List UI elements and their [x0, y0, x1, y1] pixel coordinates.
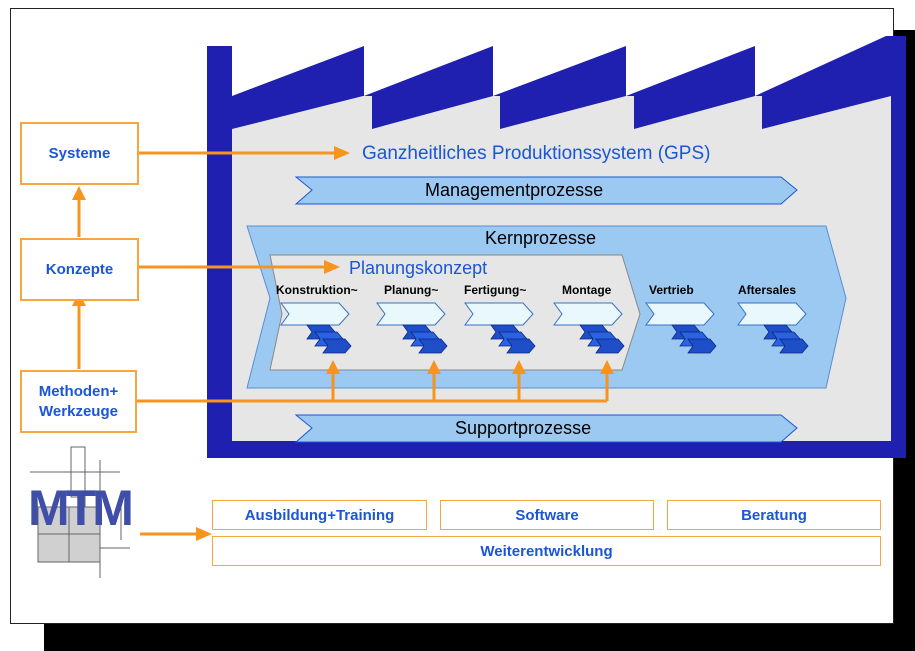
step-icon-konstruktion: [280, 302, 352, 354]
methoden-werkzeuge-box[interactable]: Methoden+ Werkzeuge: [20, 370, 137, 433]
methoden-label: Methoden+: [38, 383, 119, 400]
gps-title: Ganzheitliches Produktionssystem (GPS): [362, 143, 711, 164]
step-icon-vertrieb: [645, 302, 717, 354]
step-label-montage: Montage: [562, 283, 612, 297]
step-icon-planung: [376, 302, 448, 354]
step-label-aftersales: Aftersales: [738, 283, 797, 297]
step-icon-montage: [553, 302, 625, 354]
software-box[interactable]: Software: [440, 500, 654, 530]
beratung-box[interactable]: Beratung: [667, 500, 881, 530]
step-label-fertigung: Fertigung~: [464, 283, 527, 297]
kernprozesse-label: Kernprozesse: [485, 228, 597, 248]
software-label: Software: [515, 506, 579, 524]
step-icon-aftersales: [737, 302, 809, 354]
mtm-logo: MTM: [28, 480, 134, 536]
support-label: Supportprozesse: [455, 418, 592, 438]
step-label-planung: Planung~: [384, 283, 439, 297]
konzepte-box[interactable]: Konzepte: [20, 238, 139, 301]
werkzeuge-label: Werkzeuge: [39, 402, 118, 420]
ausbildung-training-label: Ausbildung+Training: [244, 506, 395, 524]
planungskonzept-label: Planungskonzept: [349, 258, 488, 278]
support-arrow: [294, 414, 798, 443]
step-label-vertrieb: Vertrieb: [649, 283, 694, 297]
ausbildung-training-box[interactable]: Ausbildung+Training: [212, 500, 427, 530]
step-label-konstruktion: Konstruktion~: [276, 283, 358, 297]
planungskonzept-chevron: [269, 254, 641, 371]
orange-connectors: [77, 151, 609, 536]
mtm-logo-grid: [30, 446, 130, 578]
beratung-label: Beratung: [741, 506, 807, 524]
step-icon-fertigung: [464, 302, 536, 354]
weiterentwicklung-box[interactable]: Weiterentwicklung: [212, 536, 881, 566]
management-label: Managementprozesse: [425, 180, 604, 200]
konzepte-label: Konzepte: [45, 261, 114, 278]
management-arrow: [294, 176, 798, 205]
systeme-label: Systeme: [48, 145, 111, 162]
systeme-box[interactable]: Systeme: [20, 122, 139, 185]
orange-arrowheads: [72, 146, 614, 541]
weiterentwicklung-label: Weiterentwicklung: [480, 542, 613, 560]
